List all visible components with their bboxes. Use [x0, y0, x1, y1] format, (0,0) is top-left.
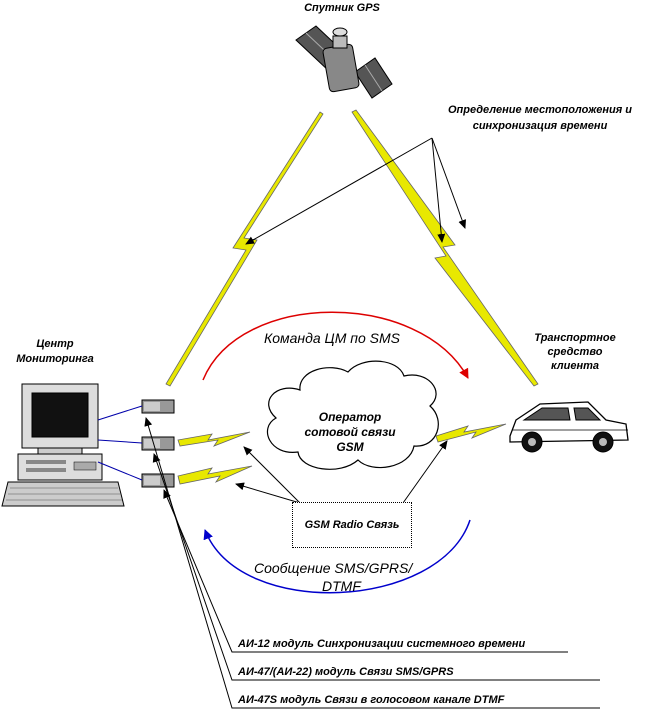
gps-link-right-lightning — [351, 109, 539, 387]
module-cloud-lightning-1 — [177, 431, 251, 447]
operator-label-line1: Оператор — [318, 410, 382, 424]
command-arc-label: Команда ЦМ по SMS — [264, 330, 400, 346]
cloud-vehicle-lightning — [435, 423, 507, 443]
module-cloud-lightning-2 — [177, 465, 253, 485]
positioning-label-line1: Определение местоположения и — [447, 104, 633, 116]
operator-label-line3: GSM — [336, 440, 364, 454]
vehicle-label-line1: Транспортное — [534, 332, 616, 344]
module-leader-lines — [144, 417, 600, 709]
vehicle-label-line2: средство — [547, 346, 603, 358]
module-label-ai12: АИ-12 модуль Синхронизации системного вр… — [238, 638, 526, 650]
computer-module-connectors — [97, 405, 143, 481]
module-label-ai47s: АИ-47S модуль Связи в голосовом канале D… — [238, 694, 505, 706]
center-label-line1: Центр — [36, 338, 74, 350]
positioning-pointers — [245, 137, 467, 245]
message-arc — [203, 519, 471, 594]
command-arc — [202, 311, 469, 381]
gps-link-left-lightning — [165, 111, 324, 387]
gsm-box-pointers — [235, 440, 448, 504]
module-ai12-device — [141, 399, 175, 414]
satellite-icon — [295, 25, 393, 99]
gsm-radio-label: GSM Radio Связь — [304, 519, 400, 531]
satellite-label: Спутник GPS — [304, 2, 380, 14]
gsm-radio-box: GSM Radio Связь — [292, 502, 412, 548]
monitoring-computer-icon — [1, 383, 125, 507]
vehicle-label-line3: клиента — [550, 360, 600, 372]
operator-label-line2: сотовой связи — [304, 425, 396, 439]
client-vehicle-icon — [509, 401, 629, 453]
module-ai47s-device — [141, 473, 175, 488]
gsm-operator-cloud — [266, 360, 439, 470]
module-label-ai47: АИ-47/(АИ-22) модуль Связи SMS/GPRS — [238, 666, 454, 678]
center-label-line2: Мониторинга — [16, 353, 94, 365]
positioning-label-line2: синхронизация времени — [472, 120, 608, 132]
message-arc-label-line2: DTMF — [322, 578, 361, 594]
message-arc-label-line1: Сообщение SMS/GPRS/ — [254, 560, 413, 576]
module-ai47-device — [141, 436, 175, 451]
